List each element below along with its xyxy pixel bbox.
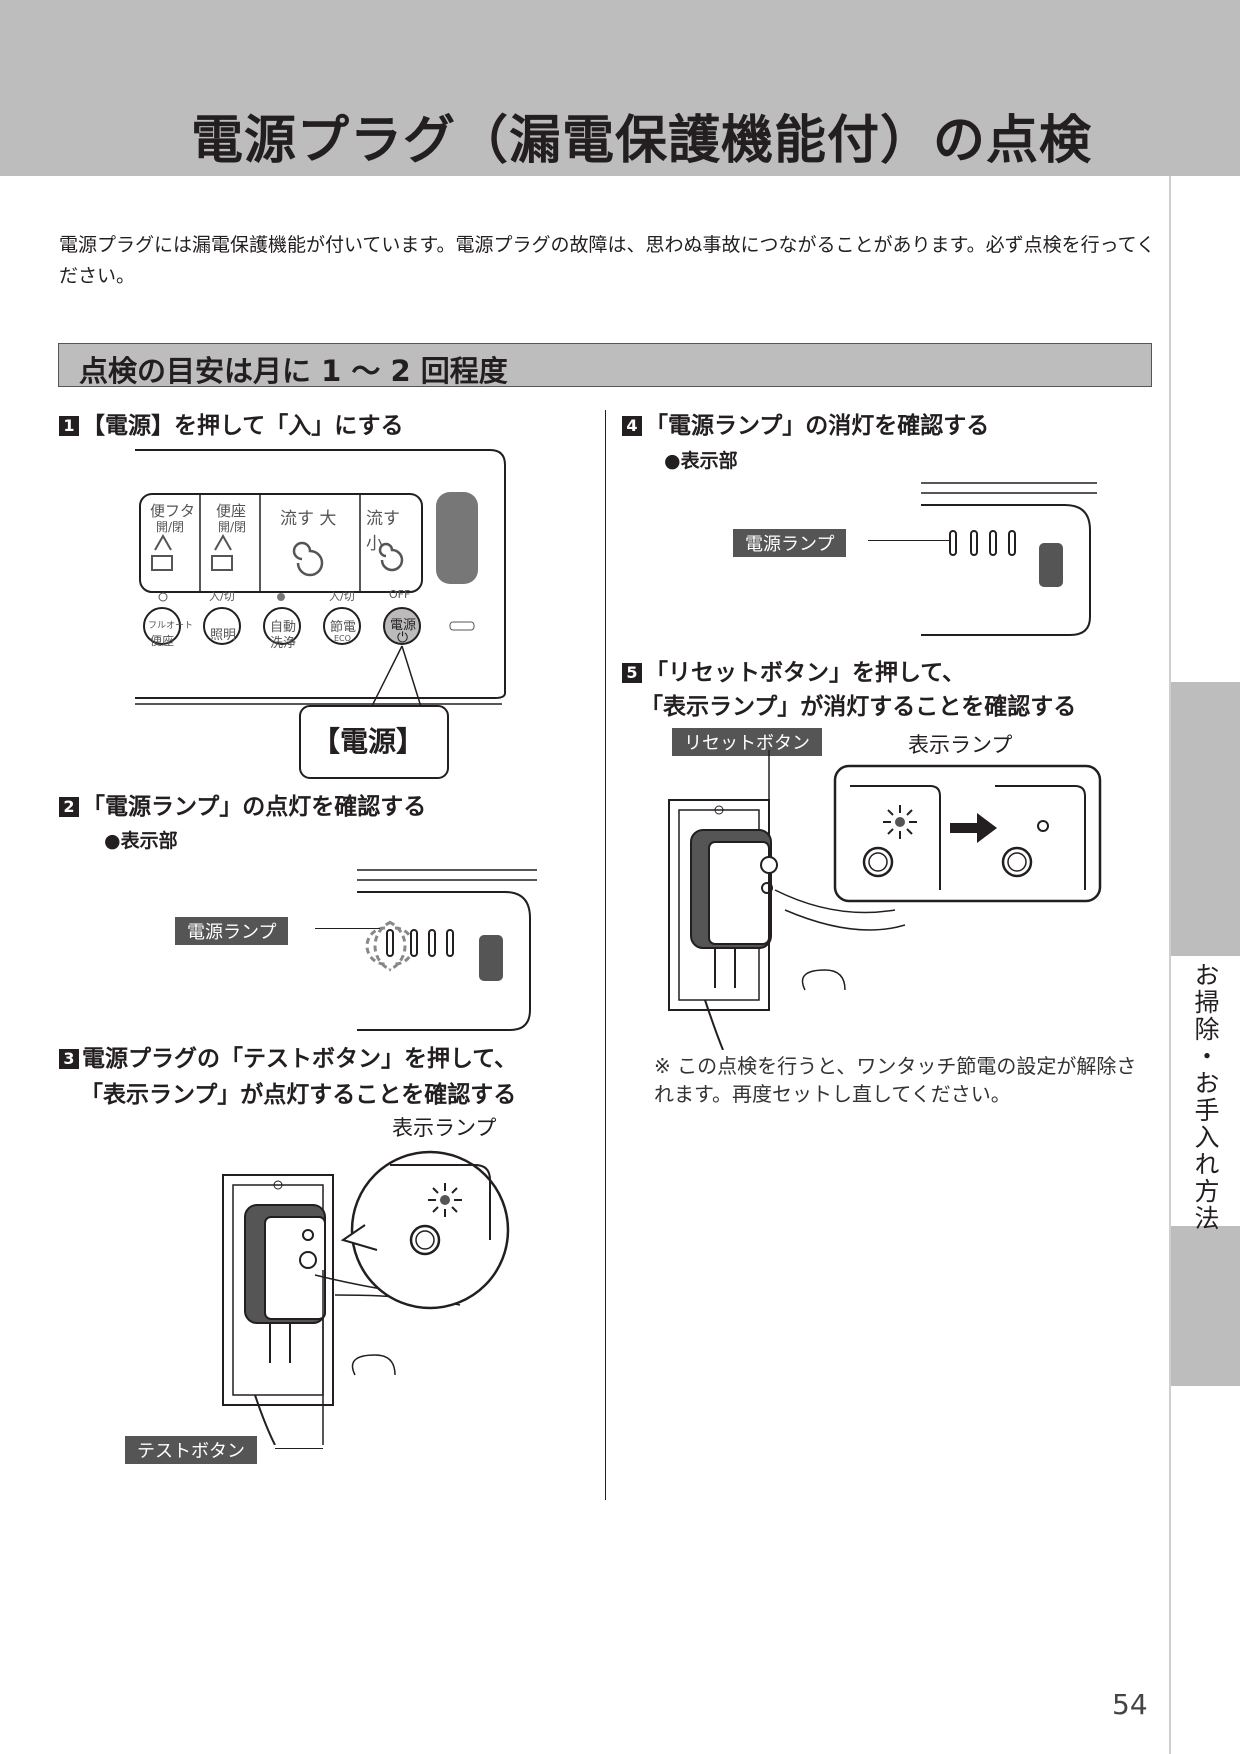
step-5-heading: 5「リセットボタン」を押して、 xyxy=(622,656,965,691)
fullauto-seat-label: 便座 xyxy=(150,634,175,648)
step-4-number: 4 xyxy=(622,416,642,436)
plug-test-illustration xyxy=(222,1150,510,1445)
section-header: 点検の目安は月に 1 ～ 2 回程度 xyxy=(58,343,1152,388)
auto-flush-sub: 洗浄 xyxy=(270,636,297,651)
step-5-line2: 「表示ランプ」が消灯することを確認する xyxy=(640,694,1077,720)
display-illustration-lit xyxy=(357,869,537,1031)
step-3-line1: 電源プラグの「テストボタン」を押して、 xyxy=(82,1046,518,1072)
intro-text: 電源プラグには漏電保護機能が付いています。電源プラグの故障は、思わぬ事故につなが… xyxy=(59,234,1156,287)
step-1-text: 【電源】を押して「入」にする xyxy=(82,413,404,439)
step-4-sub: ●表示部 xyxy=(664,450,738,472)
step-3-number: 3 xyxy=(59,1049,79,1069)
top-buttons: 便フタ 開/閉 便座 開/閉 流す 大 流す 小 xyxy=(140,500,422,554)
eco-toggle-label: 入/切 xyxy=(329,590,355,603)
step-2-text: 「電源ランプ」の点灯を確認する xyxy=(82,794,427,820)
step-4-text: 「電源ランプ」の消灯を確認する xyxy=(645,413,990,439)
plug-reset-illustration xyxy=(668,750,1102,1050)
panel-button-flush-small: 流す 小 xyxy=(366,509,400,554)
light-button: 照明 xyxy=(210,628,237,643)
step-2-heading: 2「電源ランプ」の点灯を確認する xyxy=(59,790,426,825)
step-3-leader xyxy=(275,1448,323,1449)
step-2-tag: 電源ランプ xyxy=(175,917,289,945)
step-3-tag: テストボタン xyxy=(125,1436,257,1464)
section-title: 点検の目安は月に 1 ～ 2 回程度 xyxy=(79,354,508,388)
panel-button-seat-sub: 開/閉 xyxy=(218,520,247,534)
step-5-number: 5 xyxy=(622,663,642,683)
bottom-buttons: 入/切 入/切 OFF フルオート 便座 照明 自動 洗浄 節電 ECO 電源 … xyxy=(140,588,440,651)
step-4-leader xyxy=(868,540,951,541)
eco-sub: ECO xyxy=(334,634,351,643)
header-band xyxy=(0,0,1240,176)
panel-button-lid-sub: 開/閉 xyxy=(156,520,185,534)
step-2-leader xyxy=(315,928,380,929)
light-toggle-label: 入/切 xyxy=(209,590,235,603)
auto-flush-label: 自動 xyxy=(270,620,297,635)
side-tab-label: お掃除・お手入れ方法 xyxy=(1191,962,1220,1232)
step-2-sub: ●表示部 xyxy=(104,830,178,852)
panel-button-lid: 便フタ xyxy=(150,502,196,520)
page-number: 54 xyxy=(1112,1688,1148,1721)
fullauto-label: フルオート xyxy=(148,621,194,631)
step-1-number: 1 xyxy=(59,416,79,436)
side-tab-active xyxy=(1171,956,1240,1226)
control-panel-illustration xyxy=(135,449,506,779)
power-icon: ⏻ xyxy=(397,630,409,646)
power-button: 電源 xyxy=(390,618,417,633)
step-4-heading: 4「電源ランプ」の消灯を確認する xyxy=(622,409,989,444)
note-text: ※ この点検を行うと、ワンタッチ節電の設定が解除されます。再度セットし直してくだ… xyxy=(654,1054,1137,1106)
power-callout: 【電源】 xyxy=(312,725,425,758)
step-3-lamp-label: 表示ランプ xyxy=(392,1116,497,1140)
off-label: OFF xyxy=(389,588,411,601)
panel-button-flush-large: 流す 大 xyxy=(280,509,337,529)
display-illustration-off xyxy=(921,482,1097,636)
step-3-line2: 「表示ランプ」が点灯することを確認する xyxy=(80,1082,517,1108)
panel-button-seat: 便座 xyxy=(216,502,247,520)
step-4-tag: 電源ランプ xyxy=(733,529,847,557)
step-5-lamp-label: 表示ランプ xyxy=(908,733,1013,757)
step-1-heading: 1【電源】を押して「入」にする xyxy=(59,409,404,444)
column-divider xyxy=(605,410,606,1500)
side-margin-line xyxy=(1169,176,1171,1754)
step-5-tag: リセットボタン xyxy=(672,728,822,756)
eco-button: 節電 xyxy=(330,620,357,635)
step-5-line1: 「リセットボタン」を押して、 xyxy=(645,660,966,686)
step-2-number: 2 xyxy=(59,797,79,817)
page-title: 電源プラグ（漏電保護機能付）の点検 xyxy=(190,111,1092,171)
